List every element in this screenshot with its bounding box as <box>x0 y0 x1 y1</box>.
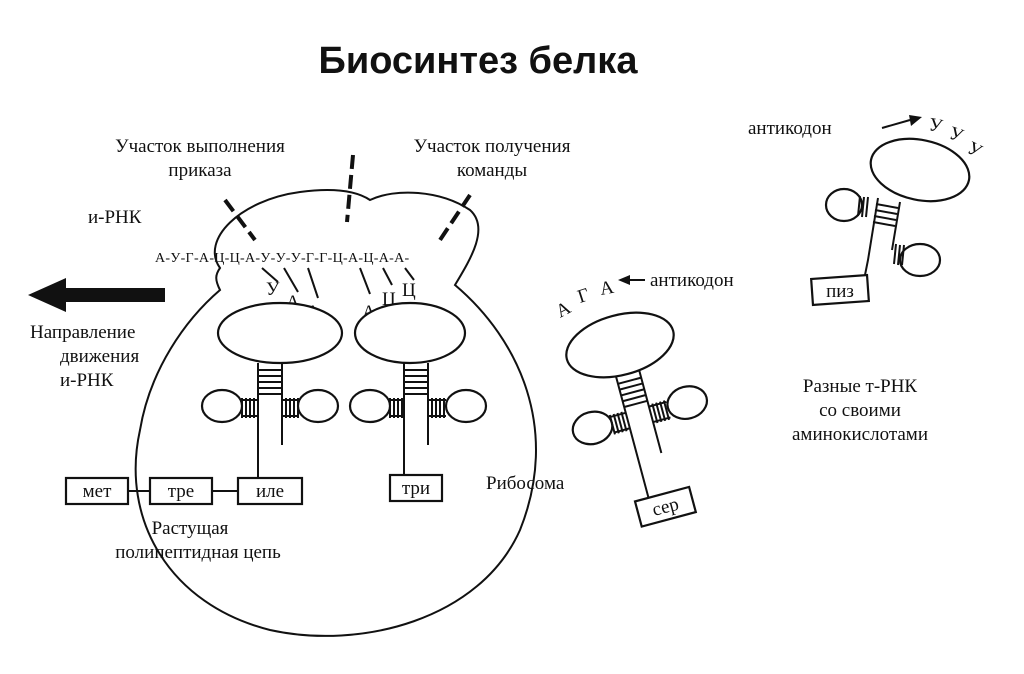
mrna-sequence: А-У-Г-А-Ц-Ц-А-У-У-У-Г-Г-Ц-А-Ц-А-А- <box>155 251 410 266</box>
anticodon-base: У <box>266 279 280 300</box>
trna-left: У А А <box>200 279 344 485</box>
anticodon-label-2: антикодон <box>748 118 832 139</box>
polypeptide-chain: мет тре иле три <box>64 473 444 506</box>
chain-label-1: Растущая <box>152 518 229 539</box>
anticodon-base: Г <box>575 284 592 307</box>
trna-free-piz: пиз У У У <box>809 114 986 307</box>
mrna-label: и-РНК <box>88 207 142 228</box>
direction-arrow <box>28 278 165 312</box>
amino-acid-box <box>388 473 444 503</box>
chain-label-2: полипептидная цепь <box>115 542 281 563</box>
receive-site-marker <box>438 193 472 242</box>
direction-label-1: Направление <box>30 322 135 343</box>
direction-label-2: движения <box>60 346 139 367</box>
anticodon-base: У <box>946 123 966 147</box>
anticodon-base: У <box>927 114 944 137</box>
direction-label-3: и-РНК <box>60 370 114 391</box>
anticodon-label-1: антикодон <box>650 270 734 291</box>
pairing-lines-center <box>359 267 415 295</box>
anticodon-base: Ц <box>402 280 416 301</box>
amino-acid-box <box>148 476 214 506</box>
anticodon-base: У <box>964 138 986 163</box>
amino-acid-label: иле <box>256 481 284 502</box>
amino-acid-box <box>236 476 304 506</box>
pairing-lines-left <box>261 267 319 299</box>
receive-site-label-2: команды <box>457 160 528 181</box>
trna-caption-3: аминокислотами <box>792 424 928 445</box>
amino-acid-label: пиз <box>826 281 854 302</box>
amino-acid-label: тре <box>168 481 194 502</box>
anticodon-arrow-1 <box>618 275 645 285</box>
anticodon-base: А <box>552 297 574 322</box>
amino-acid-box <box>64 476 130 506</box>
ribosome-divider-marker <box>345 154 355 223</box>
trna-free-ser: сер А Г А <box>552 277 709 528</box>
trna-caption-2: со своими <box>819 400 901 421</box>
execute-site-marker <box>223 198 257 242</box>
execute-site-label-2: приказа <box>168 160 232 181</box>
diagram-title: Биосинтез белка <box>319 40 639 82</box>
trna-center: А Ц Ц <box>348 280 488 475</box>
receive-site-label-1: Участок получения <box>414 136 571 157</box>
anticodon-arrow-2 <box>881 115 922 129</box>
ribosome-label: Рибосома <box>486 473 565 494</box>
ribosome-outline <box>134 189 537 637</box>
execute-site-label-1: Участок выполнения <box>115 136 285 157</box>
amino-acid-label: мет <box>83 481 112 502</box>
anticodon-base: А <box>598 277 615 300</box>
trna-caption-1: Разные т-РНК <box>803 376 918 397</box>
amino-acid-label: три <box>402 478 430 499</box>
